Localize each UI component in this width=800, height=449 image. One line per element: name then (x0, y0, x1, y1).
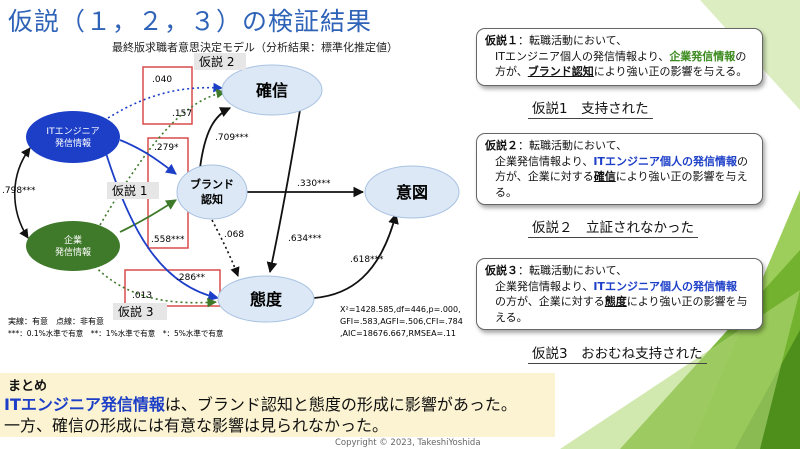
coef-it-to-brand: .279* (154, 143, 179, 153)
coef-conf-to-att: .634*** (288, 234, 322, 244)
node-attitude-label: 態度 (250, 290, 283, 309)
hyp1-p4: 方が、 (495, 65, 528, 78)
brand-to-att-arrow (211, 219, 240, 277)
coef-brand-to-conf: .709*** (215, 133, 249, 143)
node-it-info (26, 111, 120, 163)
node-brand-label1: ブランド (190, 177, 234, 191)
hyp1-tag: 仮説 1 (112, 183, 147, 198)
node-intention-label: 意図 (396, 183, 428, 202)
hypothesis-1-result: 仮説1 支持された (528, 97, 653, 119)
hyp2-frame (142, 66, 193, 125)
corp-to-att-arrow (84, 254, 217, 308)
hyp2-p4: 方が、企業に対する (495, 170, 594, 183)
node-corp-info (26, 221, 120, 271)
hyp1-key: ブランド認知 (527, 65, 594, 78)
hyp2-tag-bg (194, 53, 246, 70)
hyp3-highlight: ITエンジニア個人の発信情報 (593, 279, 737, 293)
summary-line1: ITエンジニア発信情報は、ブランド認知と態度の形成に影響があった。 (4, 391, 517, 415)
hyp3-p4: の方が、企業に対する (495, 295, 605, 308)
hyp2-highlight: ITエンジニア個人の発信情報 (593, 154, 737, 168)
hyp1-p1: ：転職活動において、 (518, 34, 628, 47)
cov-arrow (13, 147, 31, 239)
node-attitude (217, 275, 315, 323)
node-intention (364, 165, 460, 219)
hyp3-p1: ：転職活動において、 (518, 264, 628, 277)
hyp2-p2: 企業発信情報より、 (495, 154, 594, 168)
summary-heading: まとめ (8, 379, 48, 394)
hyp3-p2: 企業発信情報より、 (495, 279, 594, 293)
hyp3-p6: える。 (495, 310, 528, 324)
diagram-subtitle: 最終版求職者意思決定モデル（分析結果：標準化推定値） (112, 41, 398, 54)
node-confidence-label: 確信 (256, 81, 288, 100)
page-title: 仮説（１，２，３）の検証結果 (8, 7, 373, 36)
hyp3-tag-bg (113, 303, 167, 320)
hyp1-tag-bg (107, 182, 159, 199)
coef-it-to-conf: .040 (152, 75, 172, 85)
hyp2-key: 確信 (593, 170, 616, 183)
coef-brand-to-intent: .330*** (297, 179, 331, 189)
node-corp-info-label2: 発信情報 (55, 246, 91, 258)
legend-line1: 実線：有意 点線：非有意 (8, 316, 104, 326)
hyp1-p3: の (735, 49, 747, 63)
hyp3-frame (124, 269, 221, 307)
hyp3-key: 態度 (604, 295, 627, 308)
brand-to-conf-arrow (199, 107, 231, 169)
hypothesis-3-box: 仮説３：転職活動において、 企業発信情報より、ITエンジニア個人の発信情報 の方… (476, 258, 763, 330)
hyp2-p1: ：転職活動において、 (518, 139, 628, 152)
it-to-conf-arrow (107, 82, 223, 119)
node-brand (176, 164, 248, 220)
fit-line1: X²=1428.585,df=446,p=.000, (340, 305, 461, 314)
coef-att-to-intent: .618*** (350, 255, 384, 265)
hyp2-label: 仮説２ (485, 139, 518, 152)
summary-line2: 一方、確信の形成には有意な影響は見られなかった。 (4, 416, 389, 435)
coef-corp-to-brand: .558*** (151, 235, 185, 245)
corp-to-conf-arrow (99, 88, 226, 226)
summary-line1-rest: は、ブランド認知と態度の形成に影響があった。 (164, 395, 517, 414)
legend-line2: ***：0.1%水準で有意 **：1%水準で有意 *：5%水準で有意 (8, 328, 223, 338)
fit-line3: ,AIC=18676.667,RMSEA=.11 (340, 329, 456, 338)
hyp2-p5: により強い正の影響を与え (615, 170, 748, 183)
hyp3-tag: 仮説 3 (118, 304, 153, 319)
hyp1-p2: ITエンジニア個人の発信情報より、 (495, 49, 670, 63)
hypothesis-1-box: 仮説１：転職活動において、 ITエンジニア個人の発信情報より、企業発信情報の 方… (476, 28, 763, 86)
node-it-info-label1: ITエンジニア (46, 127, 99, 137)
coef-it-to-att: .286** (176, 273, 206, 283)
summary-line1-highlight: ITエンジニア発信情報 (4, 395, 165, 414)
node-it-info-label2: 発信情報 (55, 137, 91, 149)
att-to-intent-arrow (313, 212, 399, 299)
hyp3-label: 仮説３ (485, 264, 518, 277)
it-to-att-arrow (104, 149, 220, 302)
fit-line2: GFI=.583,AGFI=.506,CFI=.784 (340, 317, 463, 326)
node-corp-info-label1: 企業 (64, 234, 82, 246)
path-diagram: ITエンジニア 発信情報 企業 発信情報 ブランド 認知 確信 態度 意図 .0… (2, 53, 463, 338)
it-to-brand-arrow (119, 139, 177, 175)
conf-to-att-arrow (266, 109, 301, 274)
node-confidence (221, 64, 323, 116)
hyp1-label: 仮説１ (485, 34, 518, 47)
coef-brand-to-att: .068 (224, 230, 244, 240)
hypothesis-2-result: 仮説２ 立証されなかった (528, 216, 698, 238)
hyp1-highlight: 企業発信情報 (669, 49, 736, 63)
hyp2-p3: の (736, 154, 748, 168)
hypothesis-2-box: 仮説２：転職活動において、 企業発信情報より、ITエンジニア個人の発信情報の 方… (476, 133, 763, 205)
node-brand-label2: 認知 (201, 192, 223, 206)
coef-it-corp-cov: .798*** (2, 186, 36, 196)
coef-corp-to-att: .013 (132, 291, 152, 301)
hyp2-tag: 仮説 2 (199, 54, 234, 69)
summary-panel: まとめ ITエンジニア発信情報は、ブランド認知と態度の形成に影響があった。 一方… (0, 373, 555, 437)
hypothesis-3-result: 仮説3 おおむね支持された (528, 342, 707, 364)
hyp3-p5: により強い正の影響を与 (626, 295, 748, 308)
corp-to-brand-arrow (119, 199, 177, 233)
hyp1-p5: により強い正の影響を与える。 (593, 65, 748, 78)
copyright: Copyright © 2023, TakeshiYoshida (335, 438, 481, 448)
hyp2-p6: る。 (495, 185, 517, 199)
coef-corp-to-conf: .157 (172, 109, 192, 119)
